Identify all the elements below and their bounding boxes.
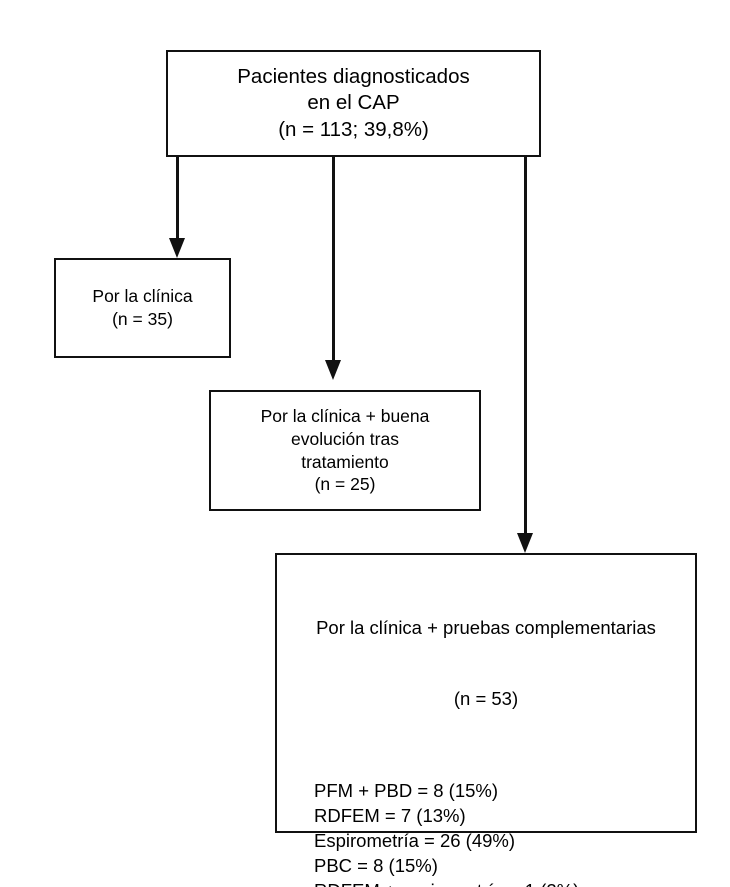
list-item: PFM + PBD = 8 (15%) <box>314 780 499 802</box>
node-evolucion-line-3: tratamiento <box>301 451 389 472</box>
node-evolucion-line-1: Por la clínica + buena <box>260 406 430 426</box>
node-pacientes-diagnosticados[interactable]: Pacientes diagnosticados en el CAP (n = … <box>166 50 541 157</box>
node-clinica-line-1: Por la clínica <box>92 286 193 307</box>
edge-root-to-clinica-line <box>176 157 179 239</box>
node-por-la-clinica[interactable]: Por la clínica (n = 35) <box>54 258 231 358</box>
node-root-line-1: Pacientes diagnosticados <box>237 64 470 88</box>
arrow-down-icon <box>517 533 533 553</box>
list-item: RDFEM + espirometría = 1 (2%) <box>314 879 695 887</box>
node-por-la-clinica-pruebas-complementarias[interactable]: Por la clínica + pruebas complementarias… <box>275 553 697 887</box>
node-evolucion-line-2: evolución tras <box>291 428 399 449</box>
arrow-down-icon <box>169 238 185 258</box>
node-root-line-3: (n = 113; 39,8%) <box>278 117 429 141</box>
node-evolucion-line-4: (n = 25) <box>314 474 376 495</box>
arrow-down-icon <box>325 360 341 380</box>
node-pruebas-item-list: PFM + PBD = 8 (15%) RDFEM = 7 (13%) Espiro… <box>277 779 695 887</box>
node-clinica-line-2: (n = 35) <box>112 309 173 329</box>
node-por-la-clinica-buena-evolucion[interactable]: Por la clínica + buena evolución tras tr… <box>209 390 481 511</box>
edge-root-to-evolucion-line <box>332 157 335 361</box>
node-pruebas-line-2: (n = 53) <box>453 688 519 710</box>
list-item: Espirometría = 26 (49%) <box>314 830 516 852</box>
node-pruebas-header: Por la clínica + pruebas complementarias… <box>277 569 695 758</box>
edge-root-to-pruebas-line <box>524 157 527 534</box>
list-item: RDFEM = 7 (13%) <box>314 805 466 827</box>
node-pruebas-line-1: Por la clínica + pruebas complementarias <box>316 617 656 639</box>
node-root-line-2: en el CAP <box>307 91 400 115</box>
list-item: PBC = 8 (15%) <box>314 855 438 876</box>
